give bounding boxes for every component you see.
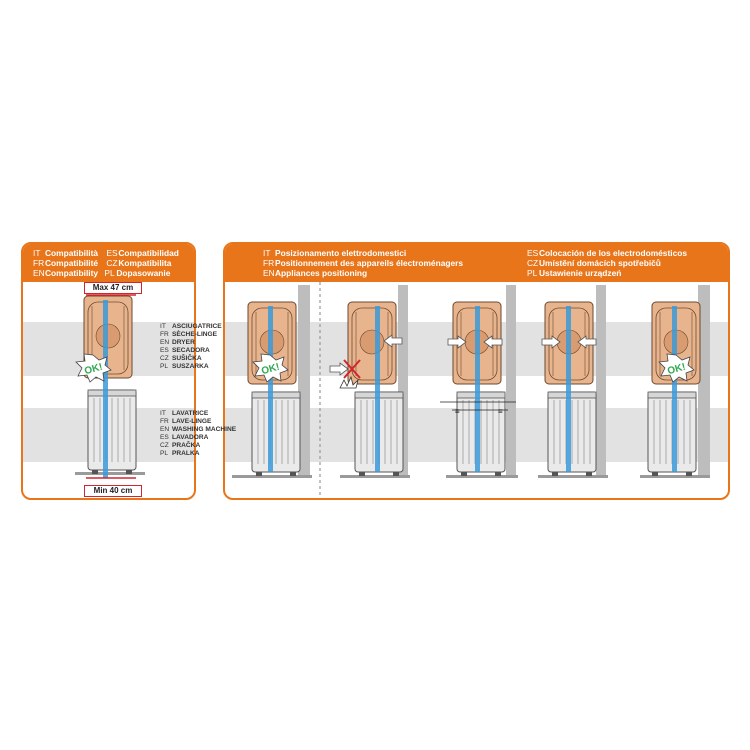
ok-badge-scene5: OK! <box>658 353 695 383</box>
scene-gap: = = <box>440 301 516 477</box>
scene-correct-2 <box>647 301 701 477</box>
ok-badge-text: OK! <box>666 362 687 377</box>
min-width-label: Min 40 cm <box>84 485 142 497</box>
header-line-fr-cz: FRCompatibilité CZKompatibilita <box>33 258 172 268</box>
ok-badge-scene1: OK! <box>252 353 289 383</box>
header-line-es: ESColocación de los electrodomésticos <box>527 248 687 258</box>
walls <box>232 285 710 478</box>
header-line-en: ENAppliances positioning <box>263 268 368 278</box>
scene-correct-1 <box>247 301 301 477</box>
max-width-label: Max 47 cm <box>84 282 142 294</box>
ok-badge-compat: OK! <box>75 353 112 383</box>
ok-badge-text: OK! <box>83 362 104 377</box>
scene-centered <box>541 301 597 477</box>
strap-icon <box>103 300 108 478</box>
header-line-cz: CZUmístění domácích spotřebičů <box>527 258 661 268</box>
header-line-fr: FRPositionnement des appareils électromé… <box>263 258 464 268</box>
wrong-cross-icon <box>343 359 361 379</box>
ok-badge-text: OK! <box>260 362 281 377</box>
svg-text:=: = <box>498 407 503 416</box>
svg-text:=: = <box>455 407 460 416</box>
compat-stack <box>75 294 145 479</box>
scene-wrong <box>329 301 404 477</box>
